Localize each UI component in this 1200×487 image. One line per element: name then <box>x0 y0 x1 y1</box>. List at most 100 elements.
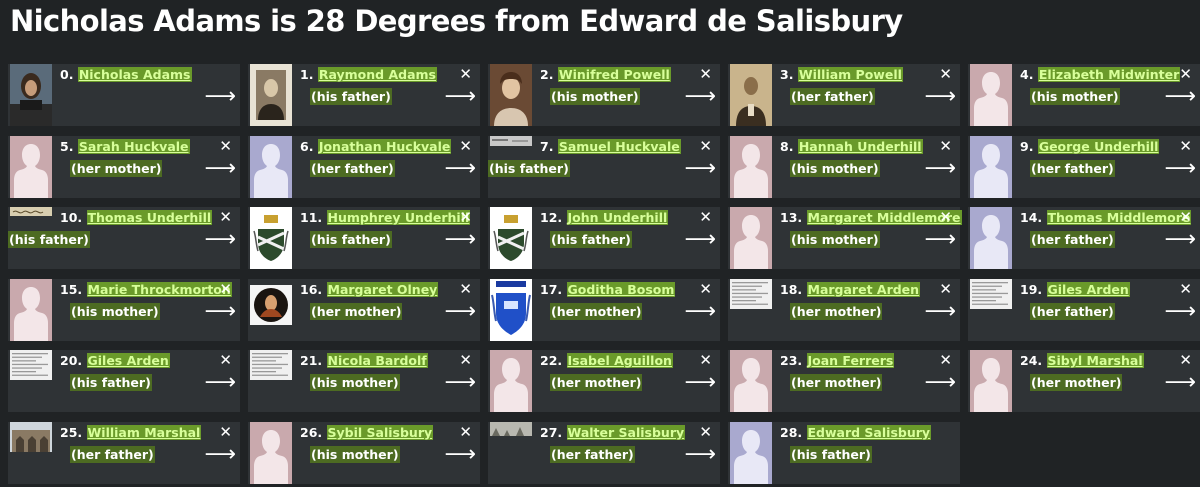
close-icon[interactable]: ✕ <box>699 65 712 83</box>
person-photo[interactable] <box>970 136 1012 198</box>
person-photo[interactable] <box>250 279 292 341</box>
close-icon[interactable]: ✕ <box>459 280 472 298</box>
arrow-right-icon[interactable]: ⟶ <box>924 299 956 324</box>
close-icon[interactable]: ✕ <box>219 208 232 226</box>
arrow-right-icon[interactable]: ⟶ <box>1164 370 1196 395</box>
person-photo[interactable] <box>250 422 292 484</box>
arrow-right-icon[interactable]: ⟶ <box>444 370 476 395</box>
close-icon[interactable]: ✕ <box>699 423 712 441</box>
arrow-right-icon[interactable]: ⟶ <box>444 156 476 181</box>
person-photo[interactable] <box>730 279 772 341</box>
person-name-link[interactable]: George Underhill <box>1037 139 1160 154</box>
person-photo[interactable] <box>490 422 532 484</box>
arrow-right-icon[interactable]: ⟶ <box>204 299 236 324</box>
person-name-link[interactable]: Margaret Middlemore <box>806 210 962 225</box>
person-photo[interactable] <box>250 207 292 269</box>
person-name-link[interactable]: Hannah Underhill <box>797 139 923 154</box>
person-photo[interactable] <box>250 350 292 412</box>
close-icon[interactable]: ✕ <box>219 137 232 155</box>
person-name-link[interactable]: Margaret Arden <box>806 282 921 297</box>
arrow-right-icon[interactable]: ⟶ <box>1164 84 1196 109</box>
person-name-link[interactable]: Winifred Powell <box>557 67 671 82</box>
arrow-right-icon[interactable]: ⟶ <box>1164 156 1196 181</box>
arrow-right-icon[interactable]: ⟶ <box>444 227 476 252</box>
close-icon[interactable]: ✕ <box>699 280 712 298</box>
close-icon[interactable]: ✕ <box>1179 65 1192 83</box>
person-photo[interactable] <box>490 279 532 341</box>
person-photo[interactable] <box>10 422 52 484</box>
close-icon[interactable]: ✕ <box>939 280 952 298</box>
close-icon[interactable]: ✕ <box>939 208 952 226</box>
person-photo[interactable] <box>490 350 532 412</box>
person-name-link[interactable]: William Powell <box>797 67 903 82</box>
person-name-link[interactable]: Giles Arden <box>1046 282 1130 297</box>
arrow-right-icon[interactable]: ⟶ <box>204 227 236 252</box>
close-icon[interactable]: ✕ <box>459 65 472 83</box>
close-icon[interactable]: ✕ <box>939 351 952 369</box>
close-icon[interactable]: ✕ <box>1179 208 1192 226</box>
close-icon[interactable]: ✕ <box>219 423 232 441</box>
arrow-right-icon[interactable]: ⟶ <box>684 442 716 467</box>
close-icon[interactable]: ✕ <box>459 351 472 369</box>
arrow-right-icon[interactable]: ⟶ <box>684 227 716 252</box>
person-name-link[interactable]: Sarah Huckvale <box>77 139 190 154</box>
close-icon[interactable]: ✕ <box>939 65 952 83</box>
person-photo[interactable] <box>970 350 1012 412</box>
person-photo[interactable] <box>490 64 532 126</box>
person-name-link[interactable]: Edward Salisbury <box>806 425 932 440</box>
person-name-link[interactable]: Walter Salisbury <box>566 425 686 440</box>
person-name-link[interactable]: John Underhill <box>566 210 669 225</box>
person-name-link[interactable]: Giles Arden <box>86 353 170 368</box>
close-icon[interactable]: ✕ <box>699 208 712 226</box>
person-photo[interactable] <box>730 64 772 126</box>
arrow-right-icon[interactable]: ⟶ <box>684 370 716 395</box>
person-photo[interactable] <box>10 64 52 126</box>
person-name-link[interactable]: Humphrey Underhill <box>326 210 471 225</box>
arrow-right-icon[interactable]: ⟶ <box>924 84 956 109</box>
arrow-right-icon[interactable]: ⟶ <box>204 442 236 467</box>
close-icon[interactable]: ✕ <box>219 280 232 298</box>
person-photo[interactable] <box>490 207 532 269</box>
person-name-link[interactable]: Samuel Huckvale <box>557 139 681 154</box>
person-name-link[interactable]: Jonathan Huckvale <box>317 139 452 154</box>
arrow-right-icon[interactable]: ⟶ <box>924 227 956 252</box>
person-name-link[interactable]: Nicholas Adams <box>77 67 192 82</box>
person-name-link[interactable]: Marie Throckmorton <box>86 282 232 297</box>
person-photo[interactable] <box>730 136 772 198</box>
person-name-link[interactable]: Goditha Bosom <box>566 282 676 297</box>
arrow-right-icon[interactable]: ⟶ <box>444 299 476 324</box>
close-icon[interactable]: ✕ <box>699 351 712 369</box>
close-icon[interactable]: ✕ <box>459 208 472 226</box>
person-photo[interactable] <box>730 422 772 484</box>
arrow-right-icon[interactable]: ⟶ <box>1164 299 1196 324</box>
person-name-link[interactable]: Thomas Underhill <box>86 210 213 225</box>
person-photo[interactable] <box>10 279 52 341</box>
person-name-link[interactable]: William Marshal <box>86 425 202 440</box>
arrow-right-icon[interactable]: ⟶ <box>444 84 476 109</box>
person-photo[interactable] <box>970 207 1012 269</box>
person-photo[interactable] <box>10 350 52 412</box>
arrow-right-icon[interactable]: ⟶ <box>924 156 956 181</box>
person-name-link[interactable]: Margaret Olney <box>326 282 439 297</box>
close-icon[interactable]: ✕ <box>1179 280 1192 298</box>
arrow-right-icon[interactable]: ⟶ <box>924 370 956 395</box>
arrow-right-icon[interactable]: ⟶ <box>684 156 716 181</box>
arrow-right-icon[interactable]: ⟶ <box>204 156 236 181</box>
arrow-right-icon[interactable]: ⟶ <box>684 84 716 109</box>
person-name-link[interactable]: Raymond Adams <box>317 67 437 82</box>
close-icon[interactable]: ✕ <box>459 137 472 155</box>
close-icon[interactable]: ✕ <box>699 137 712 155</box>
person-photo[interactable] <box>970 64 1012 126</box>
arrow-right-icon[interactable]: ⟶ <box>204 370 236 395</box>
person-name-link[interactable]: Nicola Bardolf <box>326 353 428 368</box>
arrow-right-icon[interactable]: ⟶ <box>204 84 236 109</box>
person-name-link[interactable]: Sibyl Marshal <box>1046 353 1144 368</box>
close-icon[interactable]: ✕ <box>939 137 952 155</box>
person-photo[interactable] <box>250 136 292 198</box>
person-photo[interactable] <box>730 207 772 269</box>
arrow-right-icon[interactable]: ⟶ <box>444 442 476 467</box>
person-name-link[interactable]: Sybil Salisbury <box>326 425 434 440</box>
person-photo[interactable] <box>730 350 772 412</box>
arrow-right-icon[interactable]: ⟶ <box>1164 227 1196 252</box>
close-icon[interactable]: ✕ <box>1179 351 1192 369</box>
